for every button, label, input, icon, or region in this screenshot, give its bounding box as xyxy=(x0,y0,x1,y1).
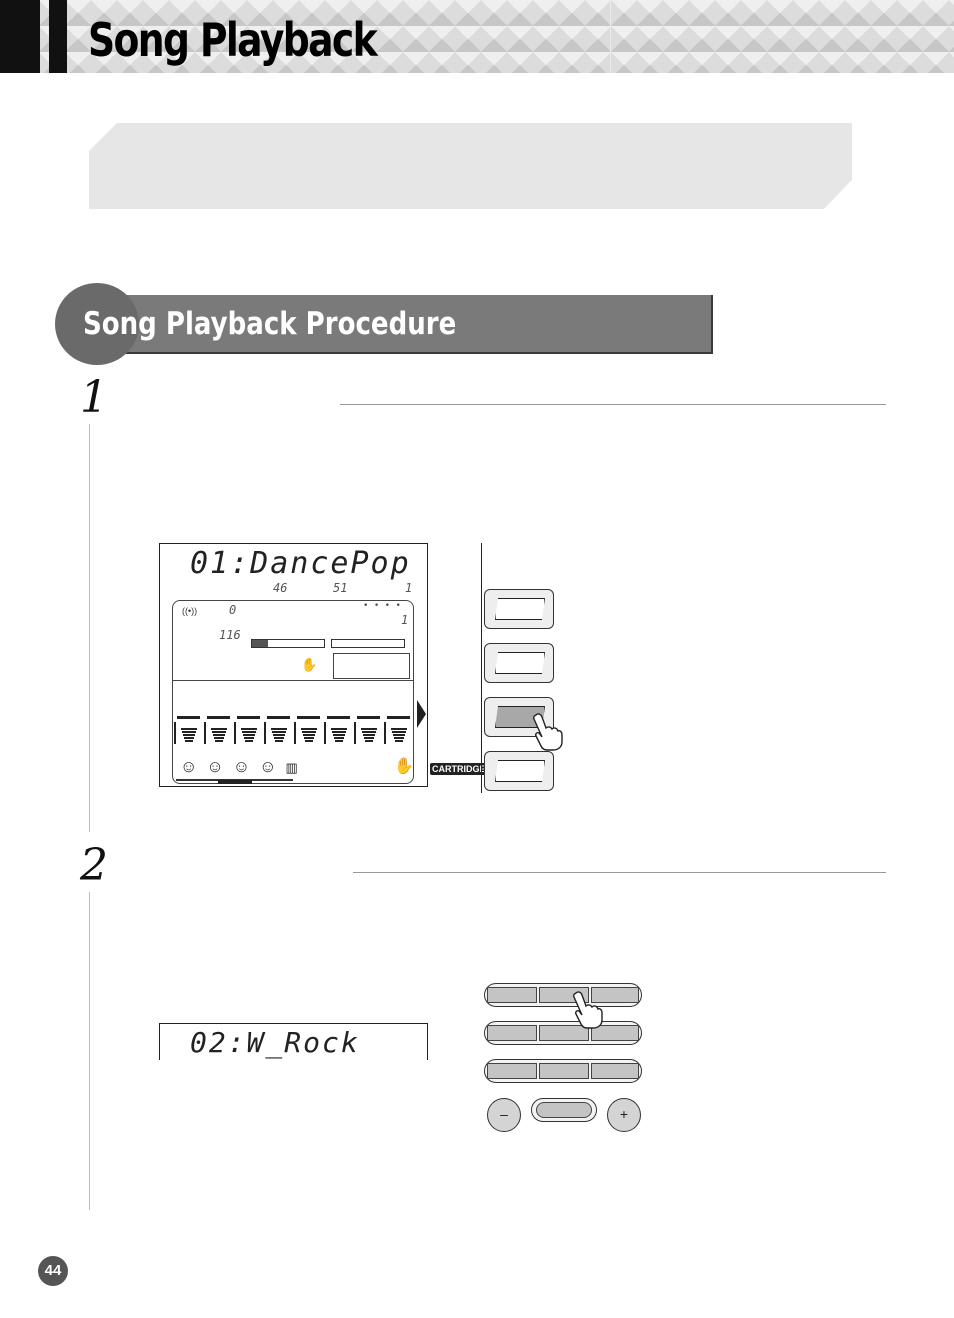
minus-button[interactable]: – xyxy=(487,1098,521,1132)
metronome-icon: ((•)) xyxy=(182,606,198,616)
plus-button[interactable]: + xyxy=(607,1098,641,1132)
measure-value-3: 1 xyxy=(405,581,413,595)
lcd-display: 01:DancePop 46 51 1 ((•)) 0 • • • • 1 11… xyxy=(159,543,428,787)
singer-icon: ☺ xyxy=(259,757,286,776)
progress-bar-left xyxy=(251,639,325,648)
page-header-band xyxy=(0,0,954,73)
track-meter xyxy=(264,716,292,748)
numpad-row-2 xyxy=(484,1021,642,1045)
singer-icon: ☺ xyxy=(232,757,260,776)
panel-button-1[interactable] xyxy=(484,589,554,629)
panel-edge-line xyxy=(481,543,482,793)
track-meter xyxy=(384,716,412,748)
section-title: Song Playback Procedure xyxy=(83,306,457,342)
lcd-inner-panel: ((•)) 0 • • • • 1 116 ✋ xyxy=(172,600,414,784)
singer-icon: ☺ xyxy=(180,757,207,776)
step-number-2: 2 xyxy=(80,840,108,891)
track-meters xyxy=(174,716,416,752)
cartridge-label: CARTRIDGE xyxy=(430,763,488,775)
section-banner xyxy=(96,295,713,354)
numpad-key[interactable] xyxy=(591,1063,639,1079)
page-title: Song Playback xyxy=(88,13,378,67)
page-number: 44 xyxy=(38,1256,68,1286)
header-accent-bar-inner xyxy=(49,0,67,73)
lcd-display-2: 02:W_Rock xyxy=(159,1023,428,1060)
lcd-info-box xyxy=(333,653,410,679)
measure-value-2: 51 xyxy=(333,581,348,595)
progress-bar-fill xyxy=(252,640,268,647)
track-meter xyxy=(174,716,202,748)
step-2-rule xyxy=(353,872,886,873)
step-number-1: 1 xyxy=(80,372,108,423)
numpad-key[interactable] xyxy=(487,987,537,1003)
pointing-hand-icon xyxy=(532,713,563,751)
section-banner-circle xyxy=(55,283,139,365)
hand-part-icon: ✋ xyxy=(394,758,414,775)
track-meter xyxy=(354,716,382,748)
numpad-row-1 xyxy=(484,983,642,1007)
step-2-guide-line xyxy=(89,892,90,1210)
numpad-key[interactable] xyxy=(539,1063,589,1079)
numpad-key[interactable] xyxy=(487,1025,537,1041)
progress-bar-right xyxy=(331,639,405,648)
beat-value: 0 xyxy=(229,603,237,617)
track-meter xyxy=(204,716,232,748)
numpad-key[interactable] xyxy=(487,1063,537,1079)
track-underline-marker xyxy=(218,780,252,784)
numpad-center-key[interactable] xyxy=(531,1098,597,1122)
measure-value-1: 46 xyxy=(273,581,288,595)
header-divider xyxy=(610,0,611,73)
beat-dots-sub-value: 1 xyxy=(401,613,409,627)
track-part-icons: ☺☺☺☺▥ xyxy=(180,757,307,777)
step-1-guide-line xyxy=(89,424,90,832)
beat-dots: • • • • xyxy=(363,601,401,611)
numpad-key[interactable] xyxy=(539,1025,589,1041)
tempo-value: 116 xyxy=(219,628,241,642)
singer-icon: ☺ xyxy=(206,757,233,776)
display-pointer-arrow xyxy=(417,700,426,728)
track-meter xyxy=(294,716,322,748)
track-meter xyxy=(234,716,262,748)
song-name-display: 01:DancePop xyxy=(190,546,411,581)
intro-box xyxy=(89,123,852,209)
hand-icon: ✋ xyxy=(301,657,318,672)
keyboard-icon: ▥ xyxy=(285,760,307,775)
numpad-row-3 xyxy=(484,1059,642,1083)
step-1-rule xyxy=(340,404,886,405)
panel-button-2[interactable] xyxy=(484,643,554,683)
song-name-display-2: 02:W_Rock xyxy=(190,1026,360,1059)
track-meter xyxy=(324,716,352,748)
panel-button-4[interactable] xyxy=(484,751,554,791)
numpad-key[interactable] xyxy=(591,987,639,1003)
pointing-hand-icon xyxy=(572,991,603,1029)
numpad-key[interactable] xyxy=(591,1025,639,1041)
header-accent-bar xyxy=(0,0,40,73)
lcd-divider xyxy=(173,680,413,681)
